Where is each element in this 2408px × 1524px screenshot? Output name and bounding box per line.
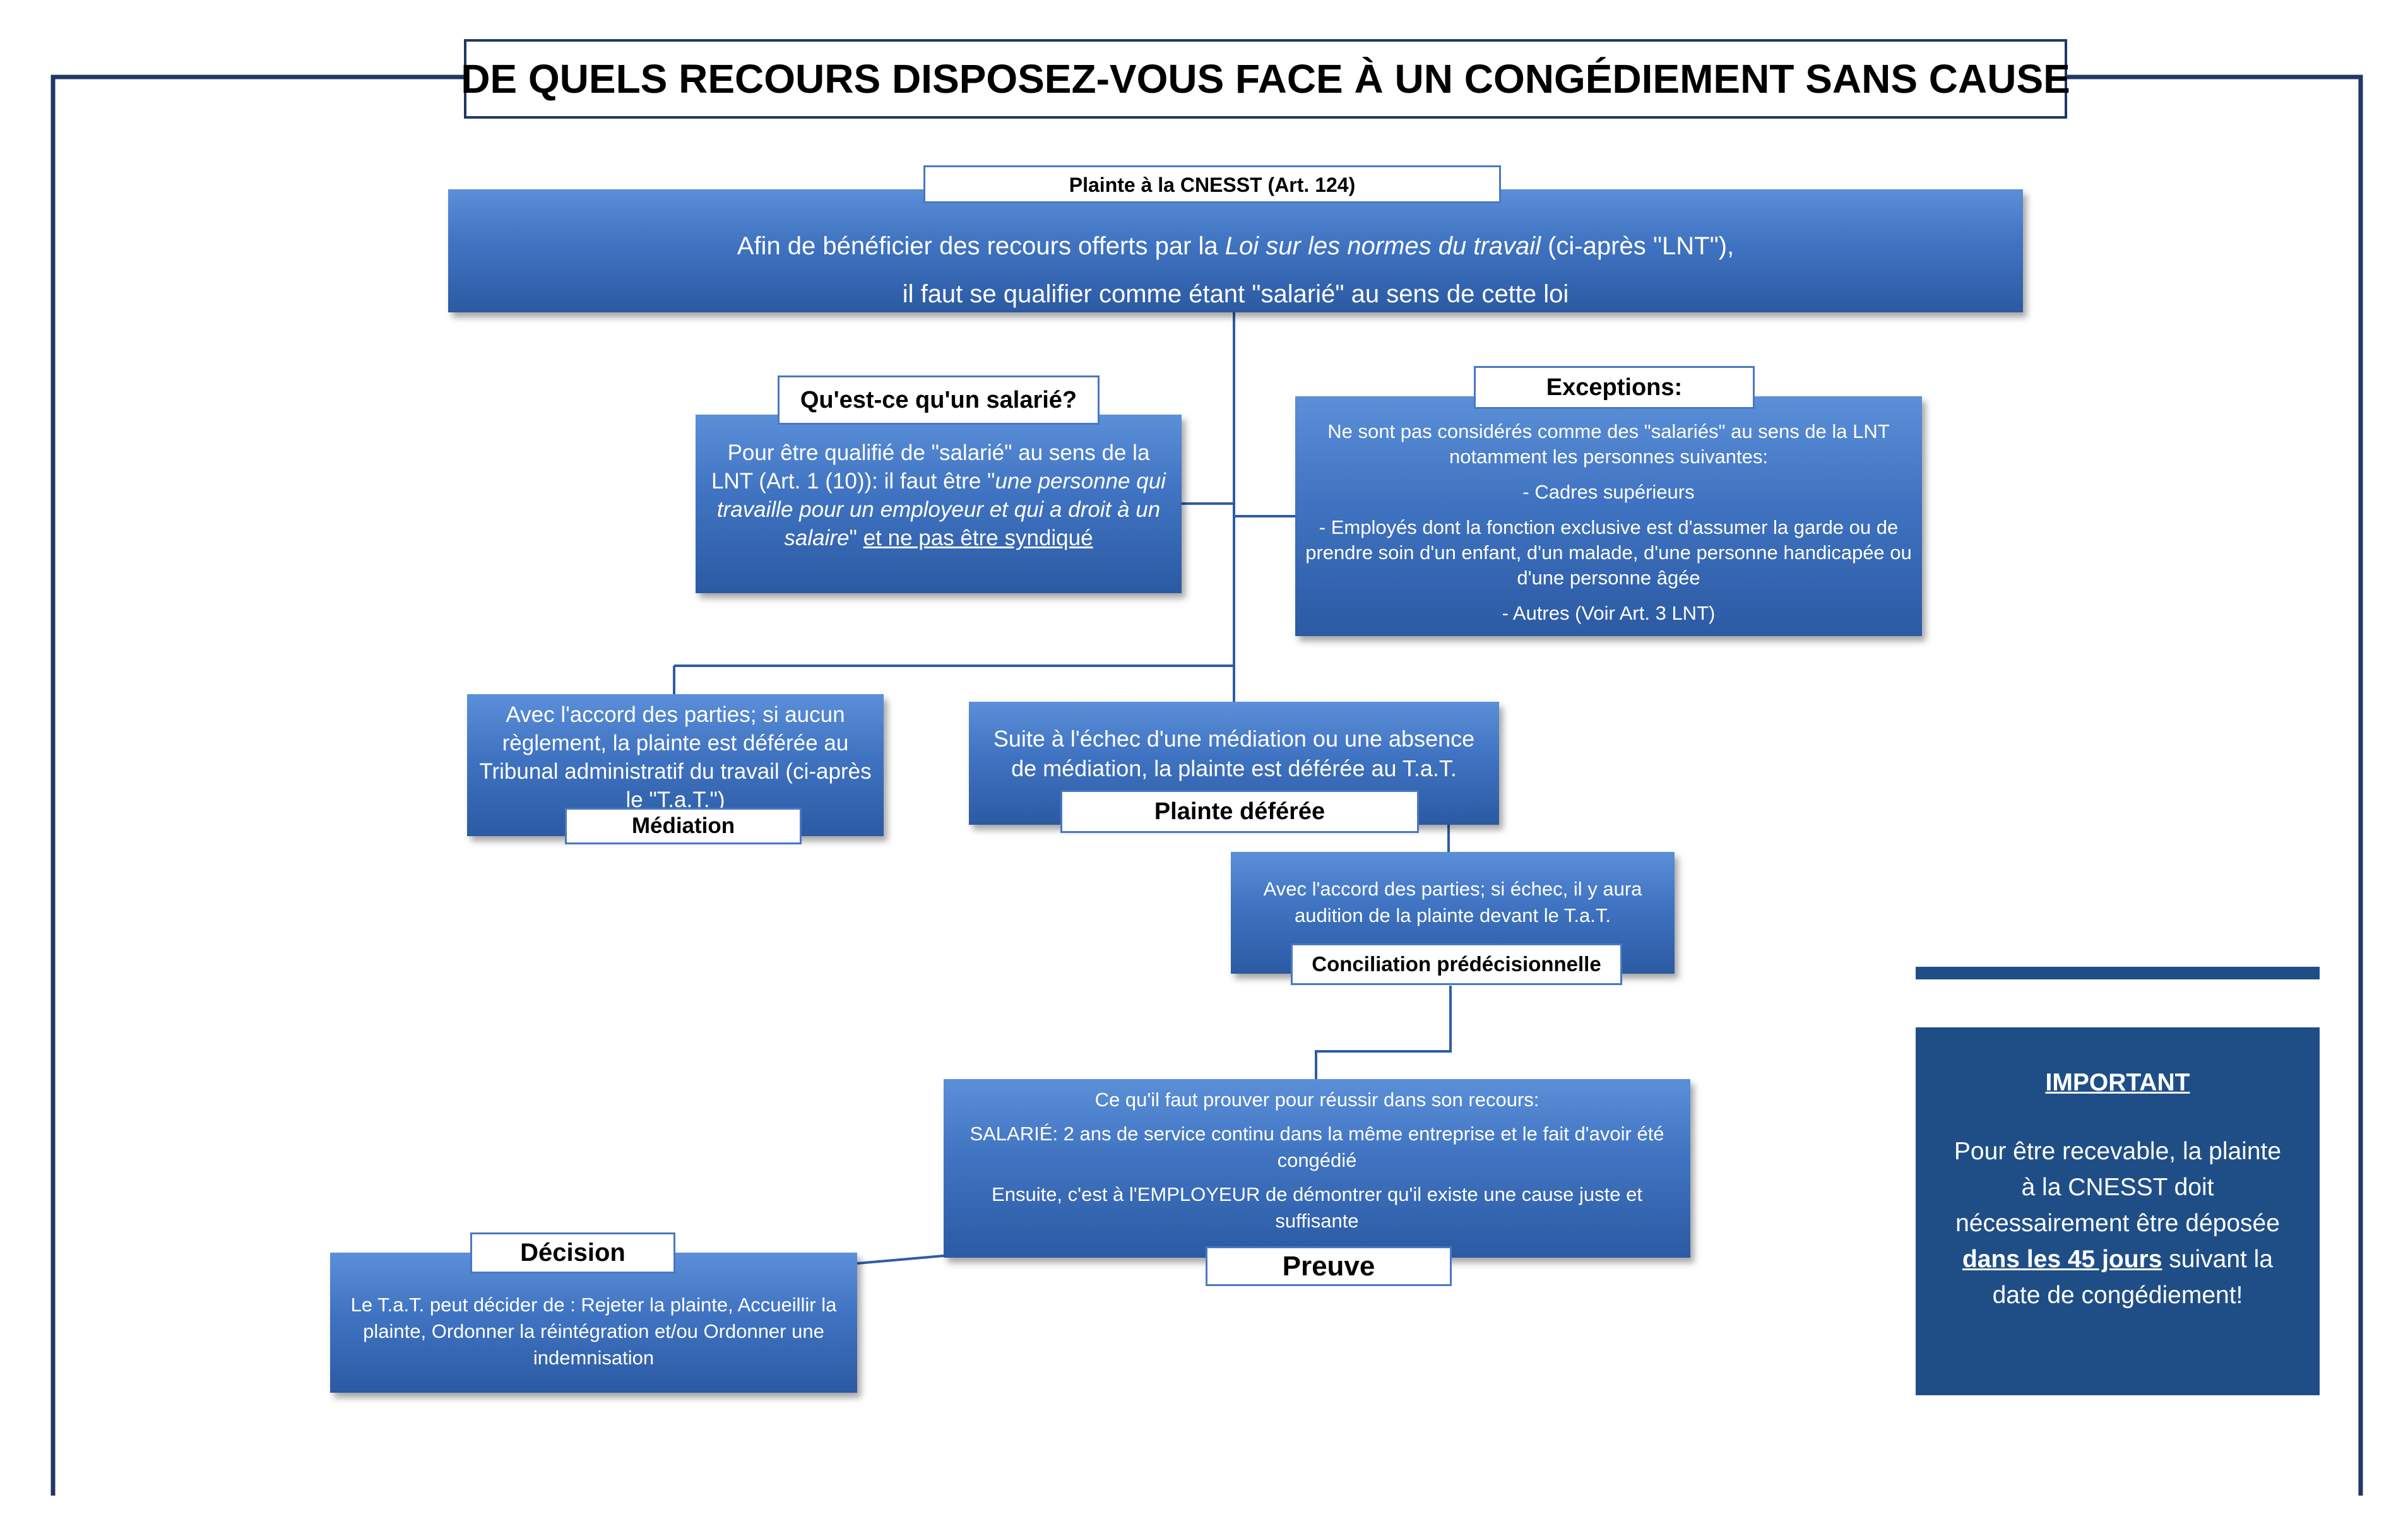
conciliation-text: Avec l'accord des parties; si échec, il … (1263, 878, 1642, 926)
plainte-box: Afin de bénéficier des recours offerts p… (448, 189, 2023, 312)
decision-text: Le T.a.T. peut décider de : Rejeter la p… (350, 1294, 837, 1369)
preuve-line-1: Ce qu'il faut prouver pour réussir dans … (1094, 1089, 1539, 1111)
salarie-text-underline: et ne pas être syndiqué (863, 526, 1093, 550)
preuve-line-2: SALARIÉ: 2 ans de service continu dans l… (970, 1123, 1664, 1171)
important-text: Pour être recevable, la plainte à la CNE… (1916, 1133, 2320, 1313)
exceptions-item-1: - Cadres supérieurs (1522, 481, 1695, 503)
important-heading: IMPORTANT (2045, 1069, 2190, 1096)
page-frame (50, 74, 2363, 1496)
plainte-line1-post: (ci-après "LNT"), (1541, 232, 1735, 260)
preuve-line-3: Ensuite, c'est à l'EMPLOYEUR de démontre… (992, 1183, 1642, 1232)
accent-bar (1916, 967, 2320, 979)
important-box: IMPORTANT Pour être recevable, la plaint… (1916, 1027, 2320, 1395)
plainte-label: Plainte à la CNESST (Art. 124) (923, 165, 1501, 203)
plainte-text: Afin de bénéficier des recours offerts p… (457, 222, 2014, 318)
plainte-line1: Afin de bénéficier des recours offerts p… (457, 222, 2014, 270)
important-text-bold: dans les 45 jours (1962, 1246, 2162, 1273)
preuve-text: Ce qu'il faut prouver pour réussir dans … (952, 1087, 1681, 1234)
important-text-post: suivant la date de congédiement! (1992, 1246, 2274, 1309)
exceptions-intro: Ne sont pas considérés comme des "salari… (1327, 420, 1890, 468)
preuve-box: Ce qu'il faut prouver pour réussir dans … (944, 1079, 1690, 1258)
salarie-text: Pour être qualifié de "salarié" au sens … (704, 439, 1173, 552)
salarie-label: Qu'est-ce qu'un salarié? (778, 375, 1100, 425)
mediation-label: Médiation (565, 808, 802, 844)
salarie-box: Pour être qualifié de "salarié" au sens … (696, 415, 1182, 593)
deferee-label: Plainte déférée (1060, 790, 1419, 833)
decision-box: Le T.a.T. peut décider de : Rejeter la p… (330, 1253, 857, 1393)
plainte-line1-pre: Afin de bénéficier des recours offerts p… (737, 232, 1225, 260)
salarie-text-italic: une personne qui travaille pour un emplo… (716, 469, 1166, 550)
plainte-line1-italic: Loi sur les normes du travail (1225, 232, 1541, 260)
important-text-pre: Pour être recevable, la plainte à la CNE… (1954, 1138, 2282, 1237)
plainte-line2: il faut se qualifier comme étant "salari… (902, 280, 1569, 308)
preuve-label: Preuve (1206, 1246, 1452, 1286)
exceptions-label: Exceptions: (1474, 366, 1755, 409)
conciliation-label: Conciliation prédécisionnelle (1291, 943, 1622, 985)
mediation-text: Avec l'accord des parties; si aucun règl… (479, 702, 872, 812)
exceptions-box: Ne sont pas considérés comme des "salari… (1295, 396, 1922, 636)
exceptions-item-2: - Employés dont la fonction exclusive es… (1305, 516, 1912, 589)
salarie-text-mid: " (849, 526, 863, 550)
deferee-text: Suite à l'échec d'une médiation ou une a… (993, 726, 1475, 781)
exceptions-item-3: - Autres (Voir Art. 3 LNT) (1502, 602, 1716, 624)
page-title: DE QUELS RECOURS DISPOSEZ-VOUS FACE À UN… (461, 39, 2070, 119)
decision-label: Décision (470, 1232, 675, 1273)
exceptions-text: Ne sont pas considérés comme des "salari… (1304, 419, 1913, 626)
salarie-text-pre: Pour être qualifié de "salarié" au sens … (711, 440, 1150, 493)
